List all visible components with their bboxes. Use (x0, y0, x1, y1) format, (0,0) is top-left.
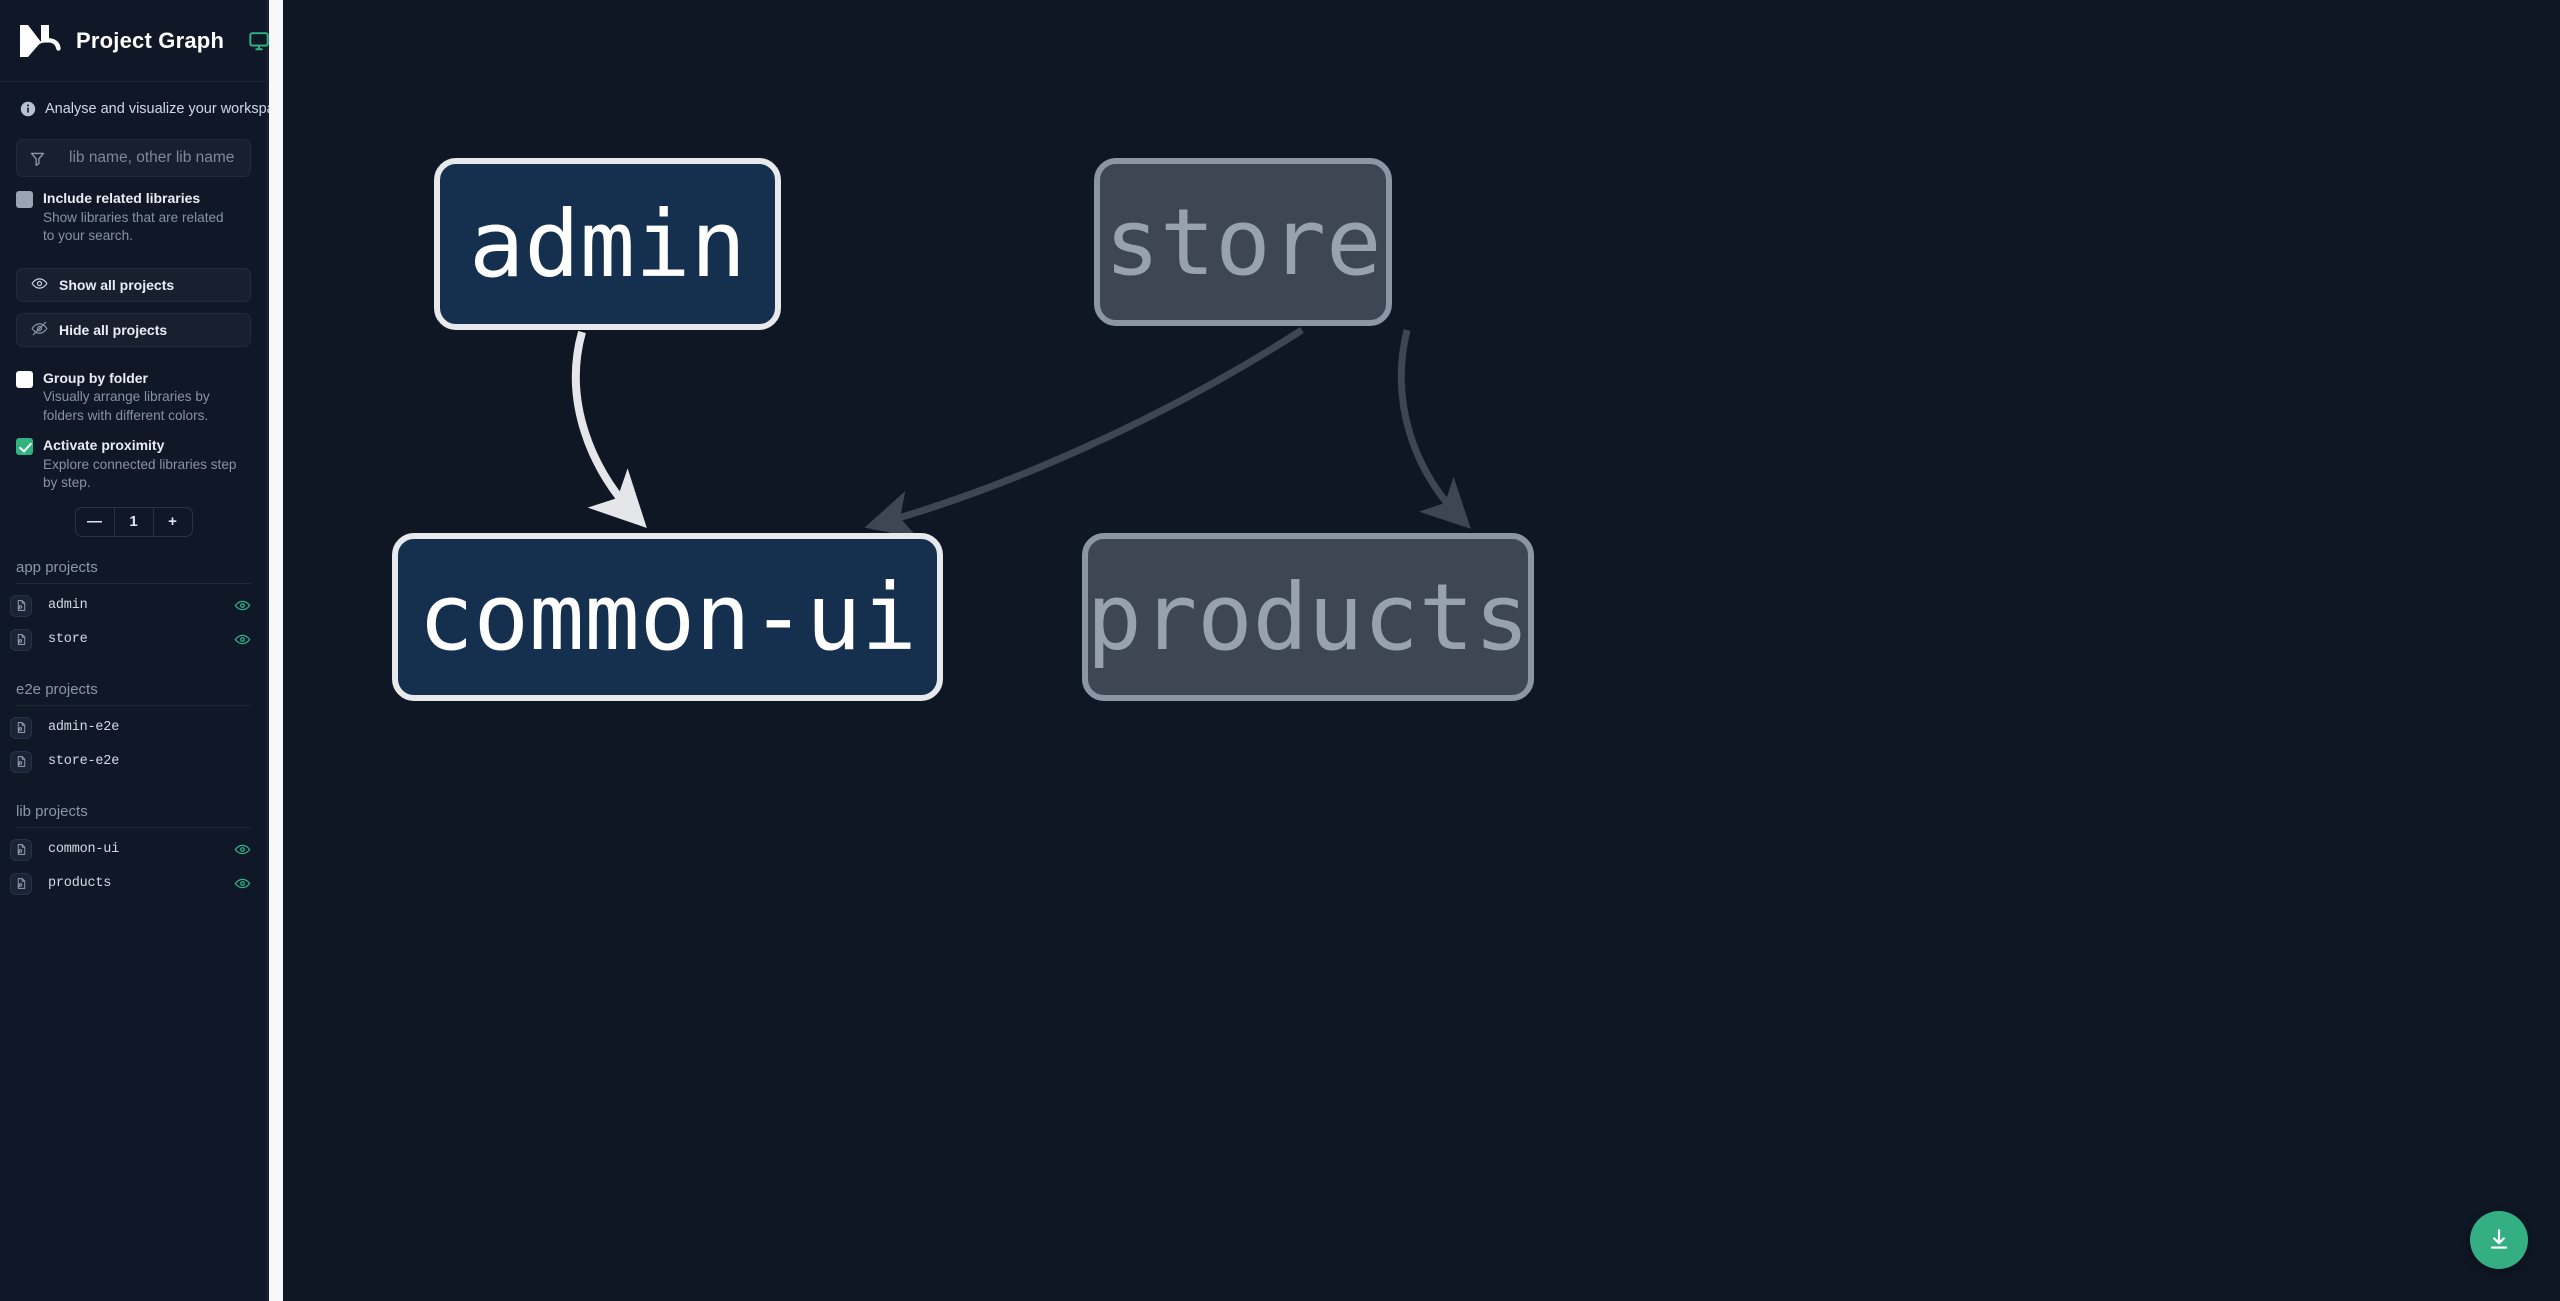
info-icon (20, 101, 36, 117)
sidebar-resize-handle[interactable] (269, 0, 283, 1301)
download-icon (2490, 1229, 2508, 1249)
project-list-item[interactable]: admin-e2e (0, 711, 267, 745)
hide-all-projects-label: Hide all projects (59, 321, 168, 338)
graph-edges (571, 327, 1471, 539)
filter-funnel-icon (17, 150, 57, 167)
project-list-item[interactable]: store (0, 623, 267, 657)
search-input[interactable] (57, 140, 250, 176)
group-by-folder-checkbox[interactable] (16, 370, 33, 388)
project-file-icon (10, 716, 32, 739)
include-related-checkbox[interactable] (16, 191, 33, 208)
project-list-item[interactable]: products (0, 867, 267, 901)
edge-store-to-products (1397, 329, 1471, 529)
group-divider (16, 704, 251, 706)
activate-proximity-description: Explore connected libraries step by step… (43, 457, 237, 491)
eye-icon (31, 275, 48, 295)
project-name: admin (48, 598, 88, 614)
eye-placeholder (233, 753, 251, 771)
include-related-description: Show libraries that are related to your … (43, 209, 224, 244)
tagline-text: Analyse and visualize your workspace. (45, 101, 295, 117)
graph-node-label: common-ui (418, 563, 917, 671)
graph-node-label: store (1104, 188, 1382, 296)
group-by-folder-description: Visually arrange libraries by folders wi… (43, 389, 210, 423)
project-file-icon (10, 750, 32, 773)
group-by-folder-label: Group by folder (43, 369, 148, 386)
proximity-stepper[interactable]: — 1 + (74, 506, 193, 537)
download-graph-button[interactable] (2470, 1211, 2528, 1269)
eye-icon[interactable] (233, 875, 251, 893)
edge-admin-to-common-ui (571, 330, 647, 529)
project-list-item[interactable]: admin (0, 589, 267, 623)
group-by-folder-option[interactable]: Group by folder Visually arrange librari… (0, 347, 267, 426)
project-file-icon (10, 594, 32, 617)
sidebar-header: Project Graph (0, 0, 270, 82)
eye-icon[interactable] (233, 597, 251, 615)
activate-proximity-option[interactable]: Activate proximity Explore connected lib… (0, 425, 267, 493)
proximity-value: 1 (115, 507, 154, 536)
project-name: store-e2e (48, 754, 120, 770)
project-list-item[interactable]: common-ui (0, 833, 267, 867)
project-list-item[interactable]: store-e2e (0, 745, 267, 779)
project-group-title: app projects (16, 558, 98, 576)
activate-proximity-checkbox[interactable] (16, 438, 33, 456)
show-all-projects-button[interactable]: Show all projects (16, 267, 251, 302)
graph-node-admin[interactable]: admin (434, 158, 781, 330)
show-all-projects-label: Show all projects (59, 276, 175, 293)
page-title: Project Graph (76, 27, 225, 53)
include-related-libraries-option[interactable]: Include related libraries Show libraries… (0, 177, 267, 246)
project-name: products (48, 876, 112, 892)
group-divider (16, 582, 251, 584)
project-name: store (48, 632, 88, 648)
hide-all-projects-button[interactable]: Hide all projects (16, 312, 251, 347)
project-file-icon (10, 872, 32, 895)
nx-logo-icon (18, 21, 62, 61)
proximity-increment-button[interactable]: + (168, 513, 177, 531)
include-related-label: Include related libraries (43, 190, 201, 206)
project-list: app projects admin store e2e projects admin-… (0, 537, 267, 1301)
eye-icon[interactable] (233, 841, 251, 859)
graph-node-label: admin (469, 190, 746, 298)
project-name: admin-e2e (48, 720, 120, 736)
activate-proximity-label: Activate proximity (43, 437, 165, 454)
search-field[interactable] (16, 139, 251, 177)
proximity-decrement-button[interactable]: — (76, 507, 115, 536)
eye-slash-icon (31, 320, 48, 340)
sidebar: Project Graph Analyse and visualize your… (0, 0, 294, 1301)
group-divider (16, 826, 251, 828)
project-file-icon (10, 628, 32, 651)
project-name: common-ui (48, 842, 120, 858)
tagline: Analyse and visualize your workspace. (0, 82, 294, 117)
graph-node-label: products (1086, 563, 1530, 671)
project-file-icon (10, 838, 32, 861)
project-group-title: lib projects (16, 802, 88, 820)
monitor-icon[interactable] (248, 30, 270, 52)
graph-canvas[interactable]: admin store common-ui products (282, 0, 2560, 1301)
project-group-title: e2e projects (16, 680, 98, 698)
eye-placeholder (233, 719, 251, 737)
graph-node-store[interactable]: store (1094, 158, 1392, 326)
graph-node-common-ui[interactable]: common-ui (392, 533, 943, 701)
graph-node-products[interactable]: products (1082, 533, 1534, 701)
eye-icon[interactable] (233, 631, 251, 649)
edge-store-to-common-ui (864, 327, 1304, 539)
